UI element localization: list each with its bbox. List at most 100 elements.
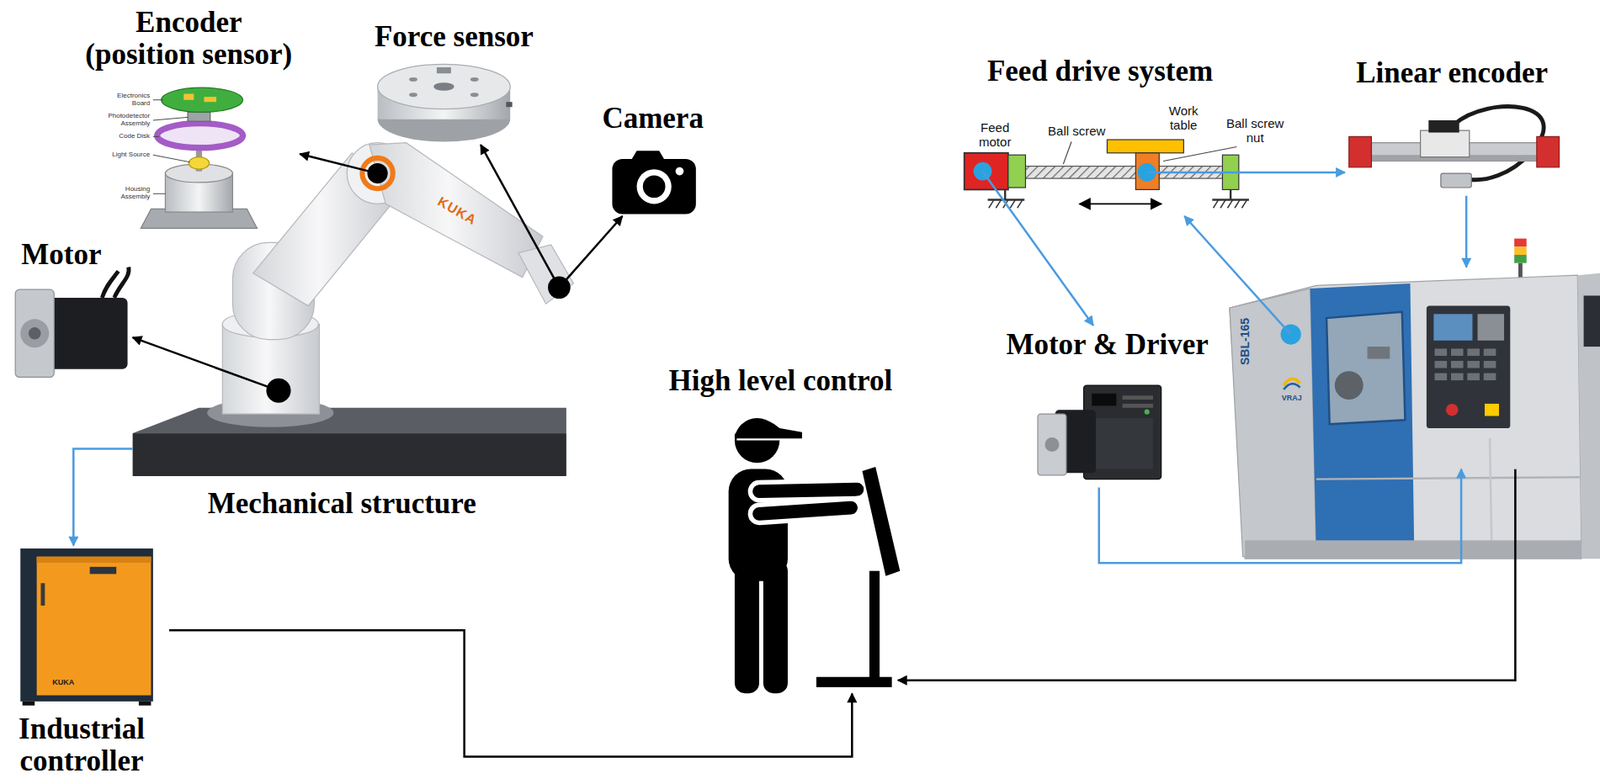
cnc-lathe-illustration — [1467, 361, 1480, 368]
cnc-lathe-illustration — [1483, 361, 1497, 368]
feed-drive-schematic — [964, 139, 1250, 208]
cnc-lathe-illustration — [1477, 313, 1505, 341]
encoder-illustration — [183, 94, 194, 101]
operator-figure — [759, 489, 857, 492]
force-sensor-illustration — [409, 77, 418, 82]
signal-line — [1099, 469, 1462, 564]
operator-figure — [759, 489, 857, 492]
part-label: Ball screw — [1047, 123, 1106, 139]
encoder-illustration — [161, 87, 244, 112]
part-name: Ball screw nut — [1221, 116, 1289, 146]
component-title: Encoder (position sensor) — [80, 6, 297, 71]
callout-label: Photodetector Assembly — [100, 112, 150, 128]
cnc-lathe-illustration — [1316, 477, 1580, 479]
feed-drive-schematic — [995, 200, 1001, 209]
operator-figure — [869, 571, 880, 680]
feed-drive-schematic — [1008, 154, 1026, 188]
linear-encoder-illustration — [1440, 173, 1472, 188]
servo-motor-illustration — [15, 267, 129, 378]
linear-encoder-illustration — [1349, 106, 1560, 188]
cnc-lathe-illustration — [1283, 383, 1300, 390]
feed-drive-schematic — [1063, 141, 1072, 165]
motor-driver-illustration — [1091, 418, 1154, 470]
cnc-lathe-illustration — [1310, 283, 1415, 558]
cnc-lathe-illustration — [1435, 348, 1448, 356]
ball-screw-nut-block: Ball screw nut — [1133, 112, 1292, 192]
leader-line — [153, 99, 164, 101]
cnc-lathe-illustration — [1483, 348, 1497, 356]
camera-icon — [611, 159, 696, 214]
cnc-lathe-illustration — [1229, 239, 1600, 560]
linear-encoder-illustration — [1428, 120, 1459, 133]
controller-cabinet — [90, 567, 117, 575]
force-sensor-illustration — [505, 101, 512, 107]
feed-drive-schematic — [1229, 189, 1232, 200]
cnc-lathe-illustration — [1334, 371, 1364, 400]
feed-drive-figure: Feed drive systemFeed motorWork tableBal… — [956, 52, 1296, 217]
component-title: Linear encoder — [1355, 57, 1548, 90]
feed-drive-schematic — [1079, 202, 1162, 205]
encoder-illustration — [140, 87, 257, 229]
feed-drive-schematic — [964, 153, 1009, 191]
callout-label: Code Disk — [118, 132, 150, 141]
cnc-lathe-illustration — [1584, 295, 1600, 347]
cnc-lathe-illustration — [1518, 263, 1523, 280]
robot-arm-illustration — [132, 143, 575, 477]
component-title: Feed drive system — [987, 55, 1213, 88]
cnc-lathe-illustration — [1433, 313, 1473, 341]
part-name: Feed motor — [978, 120, 1011, 150]
cnc-lathe-illustration — [1367, 346, 1391, 360]
link-arrow — [480, 144, 559, 288]
brand-mark: KUKA — [435, 194, 479, 229]
servo-motor-illustration — [101, 271, 118, 298]
cnc-lathe-illustration — [1326, 312, 1405, 425]
component-title: Motor — [21, 239, 101, 272]
component-title: Mechanical structure — [207, 488, 477, 521]
link-arrow — [898, 469, 1515, 681]
motor-driver-illustration — [1122, 395, 1154, 400]
operator-figure — [728, 418, 901, 694]
operator-figure — [736, 438, 780, 441]
cnc-lathe-illustration — [1445, 403, 1459, 417]
robot-arm-illustration — [132, 433, 567, 477]
operator-figure — [734, 561, 760, 695]
cnc-lathe-illustration — [1451, 361, 1464, 368]
signal-line — [1184, 216, 1291, 335]
signal-line — [73, 448, 133, 546]
feed-drive-schematic — [1227, 200, 1233, 209]
force-sensor-illustration — [470, 92, 479, 97]
controller-figure: KUKAIndustrial controller — [0, 546, 170, 782]
part-name: Work table — [1169, 103, 1199, 133]
leader-line — [153, 100, 191, 195]
brand-mark: VRAJ — [1281, 393, 1303, 403]
cnc-lathe-illustration — [1426, 306, 1510, 429]
force-sensor-illustration — [409, 92, 418, 97]
feed-drive-schematic — [973, 162, 993, 181]
linear-encoder-illustration — [1420, 130, 1470, 158]
feed-drive-schematic — [1004, 189, 1006, 200]
cnc-lathe-illustration — [1577, 273, 1600, 559]
servo-motor-illustration — [15, 289, 54, 378]
feed-drive-schematic — [1009, 200, 1016, 209]
cnc-lathe-illustration — [1514, 239, 1527, 248]
motor-driver-figure: Motor & Driver — [1002, 325, 1212, 489]
encoder-illustration — [188, 157, 209, 171]
motor-driver-illustration — [1044, 437, 1059, 452]
controller-cabinet — [37, 557, 152, 697]
component-title: High level control — [668, 365, 893, 398]
operator-figure: High level control — [665, 362, 899, 695]
robot-arm-figure: KUKA Mechanical structure — [132, 143, 572, 524]
linear-encoder-illustration — [1536, 136, 1560, 167]
motor-driver-illustration — [1144, 409, 1150, 415]
operator-figure — [759, 508, 851, 515]
servo-motor-illustration — [20, 318, 49, 348]
cnc-lathe-illustration — [1514, 255, 1527, 264]
cnc-lathe-illustration — [1435, 373, 1448, 381]
motor-figure: Motor — [12, 235, 133, 380]
camera-icon — [611, 150, 696, 214]
component-title: Force sensor — [374, 21, 534, 54]
servo-motor-illustration — [28, 327, 42, 341]
brand-mark: KUKA — [52, 678, 75, 687]
